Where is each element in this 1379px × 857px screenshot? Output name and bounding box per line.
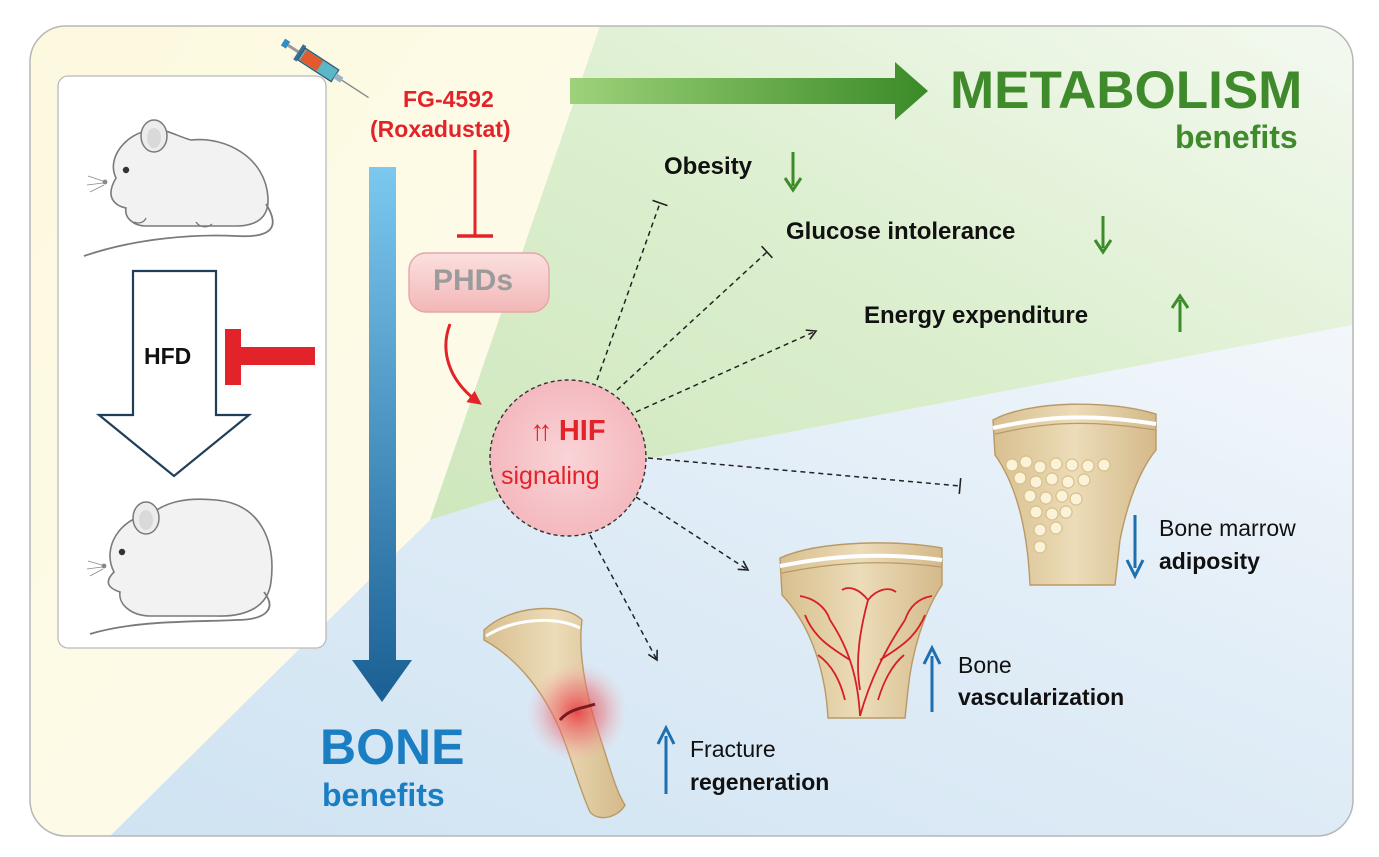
effect-vascular-line1: Bone <box>958 652 1012 678</box>
connector-marrow <box>647 457 962 495</box>
hif-circle <box>489 379 647 537</box>
hif-title: HIF <box>558 415 606 447</box>
arrow-up-vascular-icon <box>922 644 942 712</box>
arrow-up-energy-icon <box>1170 293 1190 332</box>
effect-glucose-intolerance: Glucose intolerance <box>786 218 1016 245</box>
connector-glucose <box>616 245 774 391</box>
arrow-up-fracture-icon <box>656 724 676 794</box>
metabolism-arrow <box>570 62 928 120</box>
effect-marrow-line2: adiposity <box>1159 548 1260 574</box>
drug-alt-name: (Roxadustat) <box>370 116 511 142</box>
effect-energy-expenditure: Energy expenditure <box>864 302 1089 329</box>
arrow-down-marrow-icon <box>1125 515 1145 580</box>
bone-title: BONE <box>320 719 465 775</box>
bone-arrow <box>352 167 412 702</box>
bone-effect-arrows <box>656 515 1145 794</box>
metabolism-title: METABOLISM <box>950 61 1303 120</box>
hif-subtitle: signaling <box>501 462 600 490</box>
effect-vascular-line2: vascularization <box>958 684 1125 710</box>
arrow-down-glucose-icon <box>1093 216 1113 255</box>
obese-mouse-illustration <box>86 498 273 635</box>
drug-phd-inhibition <box>457 150 493 238</box>
vascularization-bone-illustration <box>779 542 943 719</box>
effect-obesity: Obesity <box>664 153 753 180</box>
metabolism-region <box>430 26 1353 520</box>
lean-mouse-illustration <box>83 119 274 257</box>
phd-to-hif-arrow <box>444 323 482 405</box>
metabolism-effect-arrows <box>783 152 1190 332</box>
phds-label: PHDs <box>433 264 514 297</box>
outer-frame <box>29 25 1354 837</box>
hfd-inhibition-tee <box>225 329 315 385</box>
fracture-bone-illustration <box>483 607 627 819</box>
phds-box <box>408 252 550 313</box>
connector-vascular <box>635 496 750 571</box>
hfd-label: HFD <box>144 343 192 369</box>
adiposity-bone-illustration <box>992 403 1157 586</box>
hif-connectors <box>589 199 962 662</box>
effect-fracture-line2: regeneration <box>690 769 830 795</box>
effect-fracture-line1: Fracture <box>690 736 776 762</box>
bone-subtitle: benefits <box>322 777 445 813</box>
connector-energy <box>635 329 818 413</box>
effect-marrow-line1: Bone marrow <box>1159 515 1296 541</box>
connector-obesity <box>596 199 668 381</box>
syringe-icon <box>280 38 369 99</box>
hif-up-arrows-icon: ↑↑ <box>530 415 552 446</box>
hif-label: ↑↑ HIF <box>490 415 646 448</box>
metabolism-subtitle: benefits <box>1175 119 1298 155</box>
hfd-arrow <box>95 269 253 478</box>
arrow-down-obesity-icon <box>783 152 803 193</box>
drug-name: FG-4592 <box>403 86 494 112</box>
connector-fracture <box>589 534 658 662</box>
